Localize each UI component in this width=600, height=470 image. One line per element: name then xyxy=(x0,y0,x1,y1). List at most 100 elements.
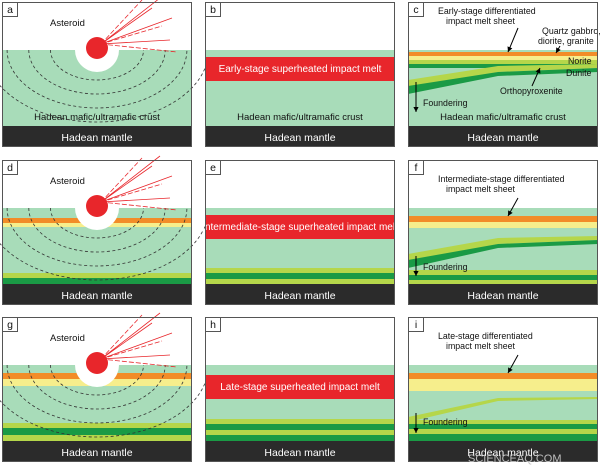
mantle-layer xyxy=(205,284,395,305)
shock-wave-arc-3 xyxy=(0,207,209,281)
mantle-label: Hadean mantle xyxy=(61,132,132,144)
shock-wave-arc-2 xyxy=(6,49,188,109)
mantle-label: Hadean mantle xyxy=(61,447,132,459)
layer-band-2 xyxy=(2,273,192,278)
layer-band-4 xyxy=(408,280,598,284)
panel-letter: h xyxy=(210,319,216,331)
panel-frame xyxy=(2,160,192,305)
panel-letter: g xyxy=(7,319,13,331)
panel-letter-box xyxy=(408,2,424,17)
panel-letter: e xyxy=(210,162,216,174)
layer-band-2 xyxy=(205,279,395,284)
impact-ray-1 xyxy=(100,340,163,360)
panel-letter: f xyxy=(415,162,418,174)
shock-wave-arc-3 xyxy=(0,49,209,123)
melt-label: Intermediate-stage superheated impact me… xyxy=(202,222,398,233)
panel-h: Late-stage superheated impact meltHadean… xyxy=(205,317,395,462)
layer-band-2 xyxy=(408,385,598,391)
shock-wave-arc-1 xyxy=(28,207,166,253)
layer-band-0 xyxy=(408,373,598,379)
sheet-label-line1: Intermediate-stage differentiated xyxy=(438,174,565,184)
impact-ray-6 xyxy=(100,17,173,45)
panel-letter: i xyxy=(415,319,417,331)
layer-band-2 xyxy=(408,60,598,64)
foundering-slab-dunite xyxy=(408,68,598,94)
panel-letter-box xyxy=(205,317,221,332)
mantle-label: Hadean mantle xyxy=(467,290,538,302)
impact-ray-3 xyxy=(100,43,178,53)
asteroid-label: Asteroid xyxy=(50,18,85,29)
impact-ray-1 xyxy=(100,25,163,45)
mantle-layer xyxy=(408,284,598,305)
mantle-label: Hadean mantle xyxy=(264,132,335,144)
panel-letter-box xyxy=(408,317,424,332)
impact-ray-5 xyxy=(100,314,143,360)
superheated-melt-layer xyxy=(205,57,395,81)
crust-label: Hadean mafic/ultramafic crust xyxy=(34,112,160,123)
foundering-slab xyxy=(408,397,598,422)
foundering-label: Foundering xyxy=(423,98,468,108)
asteroid-label: Asteroid xyxy=(50,176,85,187)
crust-label: Hadean mafic/ultramafic crust xyxy=(237,112,363,123)
superheated-melt-layer xyxy=(205,215,395,239)
foundering-arrow xyxy=(413,82,419,112)
panel-frame xyxy=(205,160,395,305)
melt-label: Early-stage superheated impact melt xyxy=(219,64,382,75)
panel-letter-box xyxy=(205,2,221,17)
panel-letter-box xyxy=(2,160,18,175)
mantle-layer xyxy=(205,126,395,147)
panel-letter-box xyxy=(2,2,18,17)
layer-band-1 xyxy=(408,222,598,228)
asteroid xyxy=(86,195,108,217)
panel-frame xyxy=(2,317,192,462)
impact-ray-0 xyxy=(100,165,153,203)
rock-pointer xyxy=(555,45,561,54)
panel-letter: b xyxy=(210,4,216,16)
impact-ray-4 xyxy=(100,0,159,45)
impact-ray-1 xyxy=(100,183,163,203)
layer-band-0 xyxy=(205,268,395,273)
foundering-slab-dunite xyxy=(408,240,598,268)
layer-band-2 xyxy=(2,423,192,428)
panel-frame xyxy=(2,2,192,147)
panel-frame xyxy=(408,2,598,147)
layer-band-2 xyxy=(205,430,395,435)
panel-frame xyxy=(205,317,395,462)
shock-wave-arc-1 xyxy=(28,364,166,410)
rock-label-1: Quartz gabbro, xyxy=(542,26,600,36)
melt-label: Late-stage superheated impact melt xyxy=(220,382,380,393)
impact-crater xyxy=(75,365,119,387)
layer-band-6 xyxy=(408,434,598,441)
layer-band-3 xyxy=(408,420,598,424)
asteroid xyxy=(86,352,108,374)
norite-label: Norite xyxy=(568,56,592,66)
foundering-arrow xyxy=(413,256,419,276)
impact-ray-3 xyxy=(100,201,178,211)
sheet-label-line2: impact melt sheet xyxy=(446,16,515,26)
impact-ray-2 xyxy=(100,39,171,45)
panel-letter: a xyxy=(7,4,13,16)
panel-frame xyxy=(408,317,598,462)
panel-f: Intermediate-stage differentiatedimpact … xyxy=(408,160,598,305)
panel-letter: d xyxy=(7,162,13,174)
shock-wave-arc-0 xyxy=(50,364,144,396)
dunite-label: Dunite xyxy=(566,68,592,78)
rock-label-2: diorite, granite xyxy=(538,36,594,46)
foundering-slab xyxy=(408,236,598,264)
layer-band-4 xyxy=(408,424,598,429)
impact-ray-0 xyxy=(100,7,153,45)
shock-wave-arc-3 xyxy=(0,364,209,438)
panel-letter-box xyxy=(205,160,221,175)
shock-wave-arc-0 xyxy=(50,207,144,239)
mantle-layer xyxy=(2,441,192,462)
mantle-layer xyxy=(408,126,598,147)
mantle-label: Hadean mantle xyxy=(264,447,335,459)
sheet-pointer-arrow xyxy=(507,27,519,53)
layer-band-3 xyxy=(2,278,192,284)
impact-ray-6 xyxy=(100,175,173,203)
shock-wave-arc-2 xyxy=(6,364,188,424)
